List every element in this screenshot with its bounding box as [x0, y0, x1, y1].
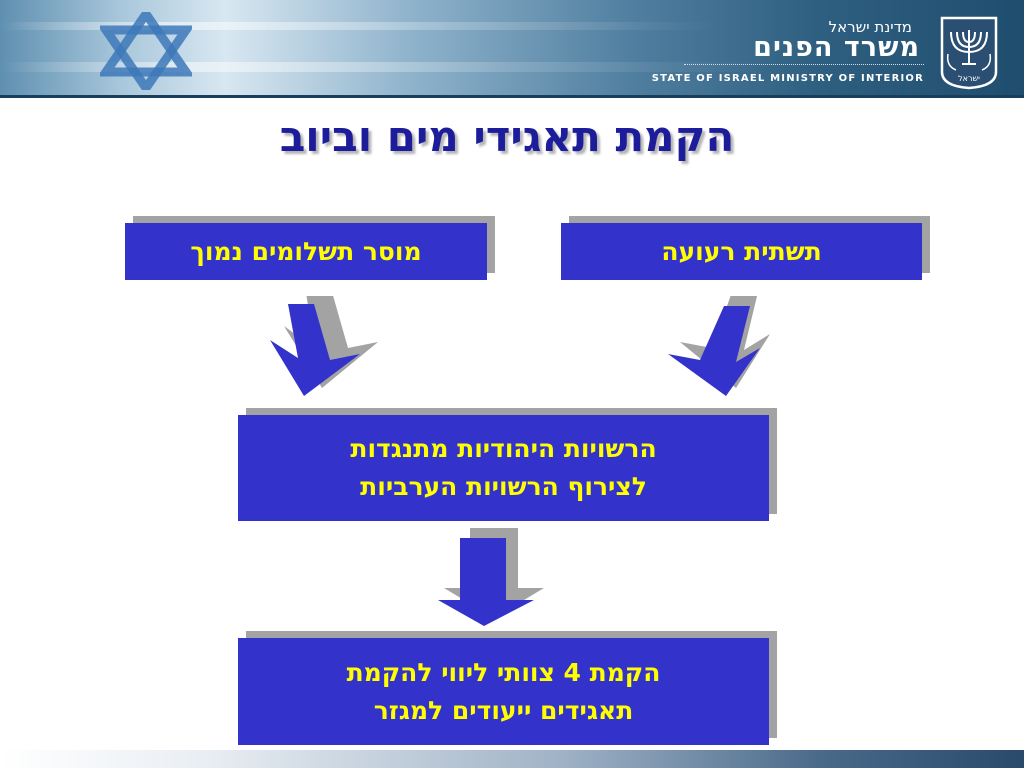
banner-shine [0, 22, 1024, 30]
emblem-label: ישראל [958, 74, 980, 83]
ministry-english-name: STATE OF ISRAEL MINISTRY OF INTERIOR [651, 73, 924, 84]
banner-shine-lower [0, 62, 1024, 72]
arrow-down-icon [438, 528, 544, 626]
box-establish-teams: הקמת 4 צוותי ליווי להקמת תאגידים ייעודים… [238, 638, 769, 745]
box-poor-infrastructure: תשתית רעועה [561, 223, 922, 280]
banner-bottom-border [0, 95, 1024, 98]
box-low-payment-collection-label: מוסר תשלומים נמוך [190, 237, 422, 266]
menorah-emblem-icon: ישראל [940, 16, 998, 90]
box-jewish-authorities-line1: הרשויות היהודיות מתנגדות [350, 434, 657, 463]
arrow-down-right-icon [270, 296, 378, 396]
arrow-down-left-icon [668, 296, 770, 396]
box-low-payment-collection: מוסר תשלומים נמוך [125, 223, 487, 280]
footer-strip [0, 750, 1024, 768]
box-poor-infrastructure-label: תשתית רעועה [661, 237, 822, 266]
box-establish-teams-line1: הקמת 4 צוותי ליווי להקמת [346, 657, 661, 687]
box-establish-teams-line2: תאגידים ייעודים למגזר [373, 695, 634, 725]
ministry-subtitle: מדינת ישראל [828, 18, 912, 36]
slide-title: הקמת תאגידי מים וביוב [279, 112, 735, 161]
ministry-divider [684, 64, 924, 66]
box-jewish-authorities-line2: לצירוף הרשויות הערביות [360, 472, 647, 501]
star-of-david-icon [100, 12, 192, 90]
box-jewish-authorities-oppose: הרשויות היהודיות מתנגדות לצירוף הרשויות … [238, 415, 769, 521]
header-banner: מדינת ישראל משרד הפנים STATE OF ISRAEL M… [0, 0, 1024, 98]
ministry-name: משרד הפנים [753, 32, 920, 63]
